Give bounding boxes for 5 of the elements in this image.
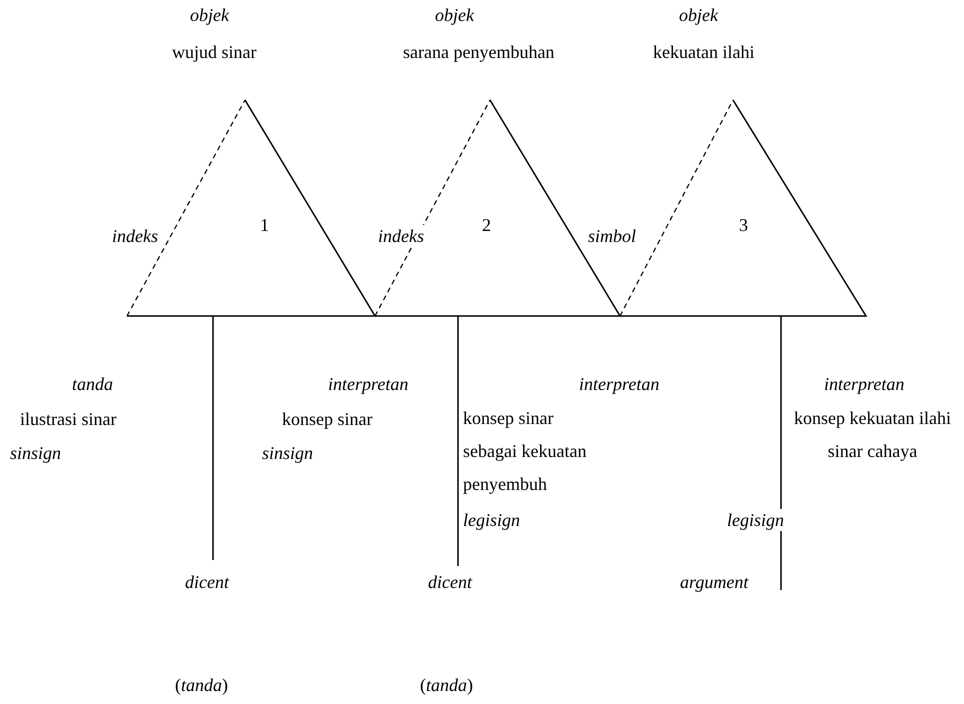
side-label: indeks	[378, 225, 424, 247]
category-label: legisign	[727, 509, 784, 531]
triangle-number: 3	[739, 214, 748, 236]
triangle-number: 1	[260, 214, 269, 236]
triangle-number: 2	[482, 214, 491, 236]
